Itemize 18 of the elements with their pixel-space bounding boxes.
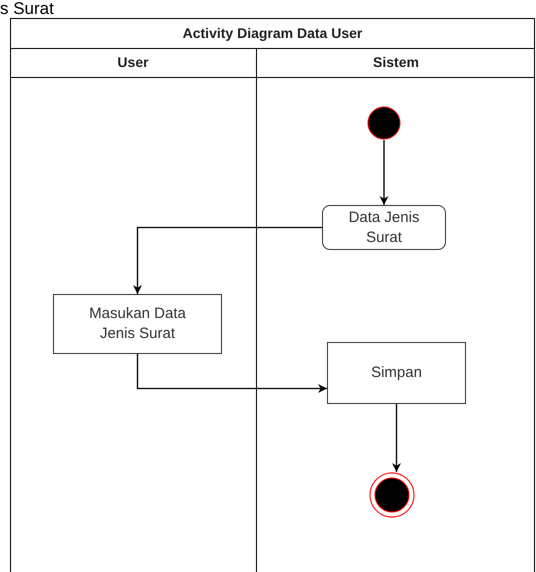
arrow — [392, 404, 401, 472]
node-label: Activity Diagram Data User — [182, 24, 362, 43]
node-label: Data Jenis Surat — [348, 208, 420, 248]
node-label: User — [117, 53, 149, 72]
node-label: Simpan — [371, 363, 422, 383]
node-label: Masukan Data Jenis Surat — [88, 304, 187, 344]
node-label: Sistem — [373, 53, 419, 72]
pool-frame — [10, 18, 535, 572]
swimlane — [10, 48, 257, 572]
initial-node — [367, 106, 401, 140]
arrow — [133, 226, 322, 294]
action-node — [322, 205, 446, 250]
arrow — [136, 354, 327, 393]
activity-box — [53, 294, 222, 354]
arrow — [380, 140, 388, 205]
activity-box — [327, 342, 466, 404]
caption-text: s Surat — [0, 0, 54, 18]
final-node — [369, 472, 415, 518]
